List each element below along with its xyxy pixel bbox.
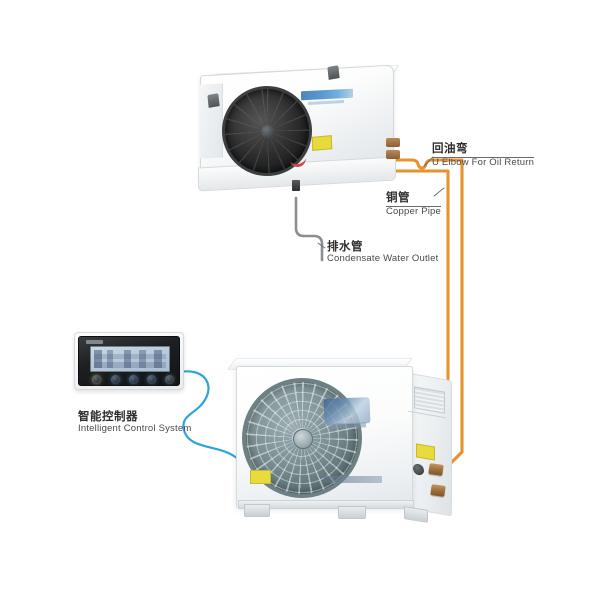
leader-condensate: [317, 242, 326, 249]
leader-oil-return: [423, 156, 434, 167]
controller-lcd-display: [90, 346, 170, 372]
outdoor-unit-brand-logo: [323, 397, 371, 425]
outdoor-condensing-unit: [226, 352, 453, 532]
outdoor-unit-model-text: [324, 476, 382, 483]
controller-button-function[interactable]: [165, 375, 174, 384]
controller-faceplate: [78, 336, 180, 386]
label-controller-en: Intelligent Control System: [78, 423, 192, 435]
label-copper-pipe: 铜管 Copper Pipe: [386, 192, 442, 218]
indoor-air-cooler-unit: [186, 62, 402, 198]
controller-button-down[interactable]: [147, 375, 156, 384]
fan-hub-icon: [260, 124, 274, 138]
indoor-unit-mounting-bracket-right: [327, 65, 340, 80]
indoor-unit-liquid-connection: [386, 150, 400, 159]
indoor-unit-warning-sticker: [311, 135, 333, 151]
intelligent-controller-panel[interactable]: [74, 332, 184, 390]
label-intelligent-controller: 智能控制器 Intelligent Control System: [78, 411, 191, 435]
label-oil-return-en: U Elbow For Oil Return: [432, 157, 535, 169]
condensate-drain-group: [294, 196, 324, 262]
outdoor-unit-base-frame: [238, 500, 414, 509]
controller-brand-logo: [86, 340, 103, 344]
leader-copper-pipe: [433, 187, 445, 197]
outdoor-unit-liquid-valve: [430, 484, 446, 497]
outdoor-unit-foot-left: [244, 504, 270, 517]
label-copper-pipe-en: Copper Pipe: [386, 206, 442, 218]
control-cable-group: [178, 370, 246, 470]
indoor-unit-fan: [222, 86, 312, 176]
label-oil-return-cn: 回油弯: [432, 143, 535, 159]
controller-button-power[interactable]: [92, 375, 101, 384]
outdoor-unit-foot-right: [404, 506, 428, 523]
label-controller-cn: 智能控制器: [78, 411, 138, 423]
condensate-drain-pipe: [294, 196, 324, 262]
label-condensate-water-outlet: 排水管 Condensate Water Outlet: [327, 241, 438, 265]
control-cable: [178, 370, 246, 470]
leader-lines-group: [317, 156, 445, 249]
outdoor-unit-suction-valve: [428, 463, 444, 476]
indoor-unit-drain-nozzle: [292, 180, 300, 191]
controller-button-set[interactable]: [129, 375, 138, 384]
label-copper-pipe-cn: 铜管: [386, 192, 442, 208]
indoor-unit-mounting-bracket-left: [207, 93, 220, 108]
outdoor-unit-warning-sticker-left: [250, 470, 271, 484]
label-condensate-cn: 排水管: [327, 241, 363, 253]
outdoor-unit-foot-center: [338, 506, 366, 519]
indoor-unit-suction-connection: [386, 138, 400, 147]
label-condensate-en: Condensate Water Outlet: [327, 253, 439, 265]
label-oil-return: 回油弯 U Elbow For Oil Return: [432, 143, 535, 169]
copper-pipe-upper: [384, 158, 464, 482]
controller-button-up[interactable]: [111, 375, 120, 384]
fan-hub-icon: [293, 429, 313, 449]
